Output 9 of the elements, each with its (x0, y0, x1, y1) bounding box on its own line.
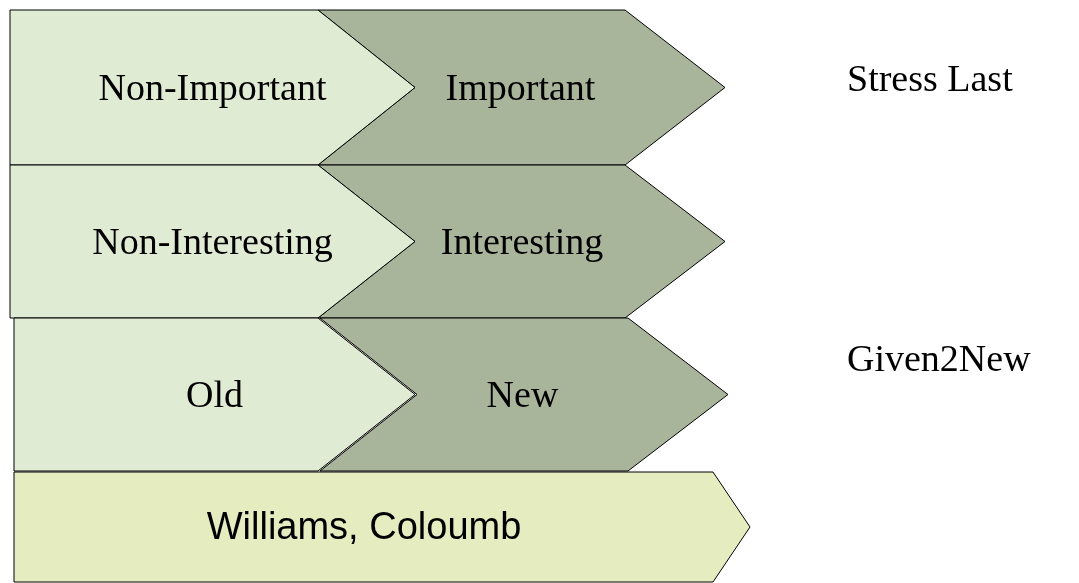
shape-label: Non-Important (98, 64, 327, 110)
side-label: Stress Last (847, 56, 1013, 100)
shape-label: Old (186, 371, 243, 417)
shape-label: Williams, Coloumb (206, 504, 522, 550)
shape-label: Important (445, 64, 596, 110)
shape-label: Interesting (440, 218, 604, 264)
side-label: Given2New (847, 336, 1031, 380)
shape-label: New (486, 371, 559, 417)
shape-label: Non-Interesting (92, 218, 333, 264)
